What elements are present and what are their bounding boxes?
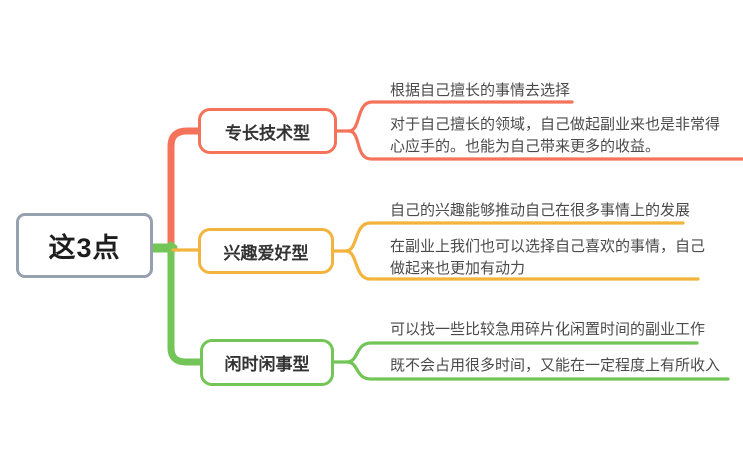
- trunk-line-branch1: [167, 127, 202, 253]
- trunk-line-branch3: [167, 241, 204, 366]
- branch-node-xingqu[interactable]: 兴趣爱好型: [198, 228, 334, 274]
- leaf-branch2-item2[interactable]: 在副业上我们也可以选择自己喜欢的事情，自己做起来也更加有动力: [390, 238, 706, 277]
- branch-node-xianshi[interactable]: 闲时闲事型: [200, 339, 334, 386]
- leaf-branch3-item2[interactable]: 既不会占用很多时间，又能在一定程度上有所收入: [390, 357, 721, 374]
- leaf-branch1-item1[interactable]: 根据自己擅长的事情去选择: [390, 82, 571, 99]
- branch-node-zhuanchang[interactable]: 专长技术型: [198, 108, 337, 154]
- leaf-branch3-item1[interactable]: 可以找一些比较急用碎片化闲置时间的副业工作: [390, 321, 706, 338]
- leaf-branch1-item2[interactable]: 对于自己擅长的领域，自己做起副业来也是非常得心应手的。也能为自己带来更多的收益。: [390, 116, 721, 155]
- leaf-branch2-item1[interactable]: 自己的兴趣能够推动自己在很多事情上的发展: [390, 202, 691, 219]
- root-node[interactable]: 这3点: [16, 213, 153, 278]
